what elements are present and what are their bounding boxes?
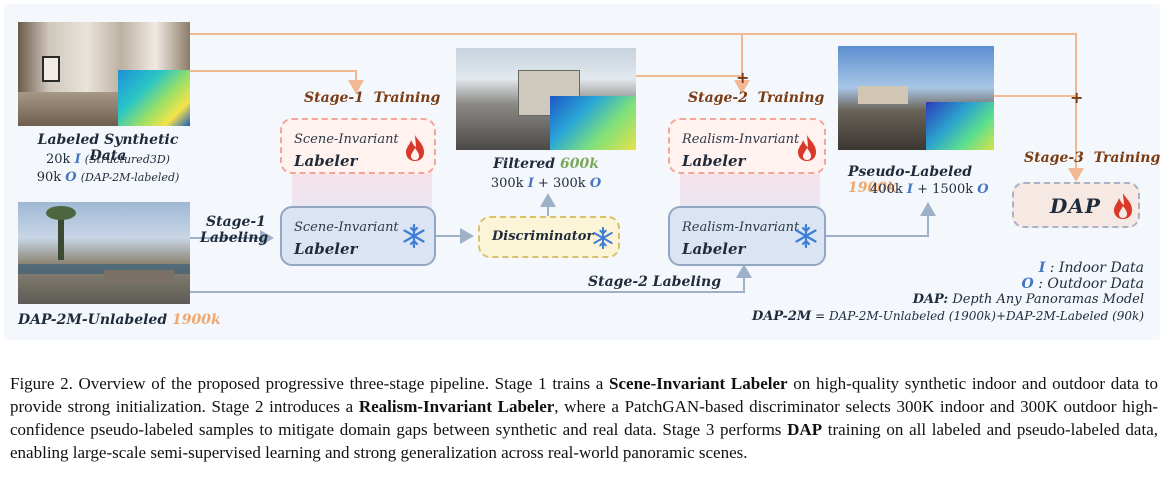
unlabeled-title: DAP-2M-Unlabeled 1900k — [18, 312, 221, 328]
junction-plus: + — [736, 68, 749, 87]
filtered-panorama-image — [456, 48, 636, 150]
scene-invariant-labeler-frozen: Scene-Invariant Labeler — [280, 206, 436, 266]
fire-icon — [1112, 192, 1134, 220]
legend-outdoor: O : Outdoor Data — [704, 276, 1144, 292]
legend-indoor: I : Indoor Data — [704, 260, 1144, 276]
scene-student-line1: Scene-Invariant — [294, 220, 399, 235]
realism-invariant-labeler-frozen: Realism-Invariant Labeler — [668, 206, 826, 266]
stage2-training-label: Stage-2 Training — [688, 90, 824, 106]
realism-student-line2: Labeler — [682, 240, 745, 258]
synthetic-indoor-count: 20k I (Structured3D) — [18, 152, 198, 167]
discriminator-box: Discriminator — [478, 216, 620, 258]
synthetic-panorama-image — [18, 22, 190, 126]
stage1-labeling-label: Stage-1 Labeling — [200, 214, 268, 246]
realism-invariant-labeler-training: Realism-Invariant Labeler — [668, 118, 826, 174]
pseudo-labeled-panorama-image — [838, 46, 994, 150]
realism-student-line1: Realism-Invariant — [682, 220, 799, 235]
scene-student-line2: Labeler — [294, 240, 357, 258]
snowflake-icon — [592, 227, 614, 249]
filtered-title: Filtered 600k — [456, 156, 636, 172]
filtered-counts: 300k I + 300k O — [456, 176, 636, 191]
legend-dap2m: DAP-2M = DAP-2M-Unlabeled (1900k)+DAP-2M… — [704, 309, 1144, 324]
stage2-labeling-label: Stage-2 Labeling — [588, 274, 721, 290]
realism-teacher-line2: Labeler — [682, 152, 745, 170]
fire-icon — [796, 134, 818, 162]
snowflake-icon — [794, 224, 818, 248]
figure-caption: Figure 2. Overview of the proposed progr… — [10, 372, 1158, 464]
discriminator-label: Discriminator — [492, 229, 593, 244]
scene-teacher-line1: Scene-Invariant — [294, 132, 399, 147]
stage1-training-label: Stage-1 Training — [304, 90, 440, 106]
stage2-glow — [680, 168, 820, 208]
realism-teacher-line1: Realism-Invariant — [682, 132, 799, 147]
unlabeled-panorama-image — [18, 202, 190, 304]
scene-invariant-labeler-training: Scene-Invariant Labeler — [280, 118, 436, 174]
dap-label: DAP — [1050, 194, 1101, 218]
fire-icon — [404, 134, 426, 162]
pipeline-figure: + + Labeled Synthetic Data 20k I (Struct… — [4, 4, 1160, 340]
legend: I : Indoor Data O : Outdoor Data DAP: De… — [704, 260, 1144, 324]
junction-plus: + — [1070, 88, 1083, 107]
snowflake-icon — [402, 224, 426, 248]
stage1-glow — [292, 168, 432, 208]
legend-dap: DAP: Depth Any Panoramas Model — [704, 292, 1144, 307]
scene-teacher-line2: Labeler — [294, 152, 357, 170]
dap-model-box: DAP — [1012, 182, 1140, 228]
stage3-training-label: Stage-3 Training — [1024, 150, 1160, 166]
synthetic-outdoor-count: 90k O (DAP-2M-labeled) — [18, 170, 198, 185]
